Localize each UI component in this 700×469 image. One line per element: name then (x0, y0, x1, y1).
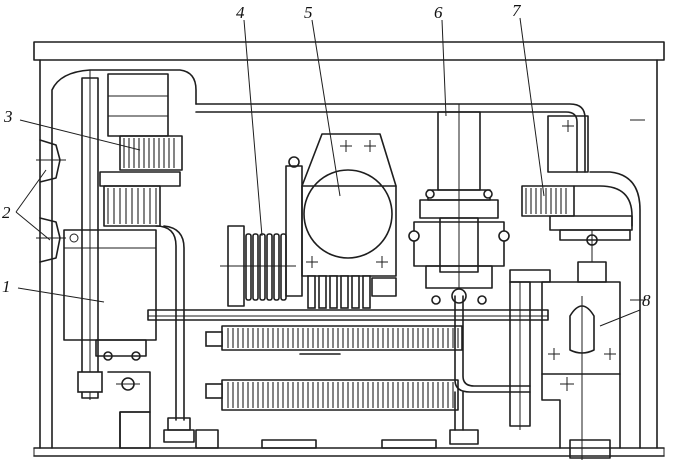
wall-brackets (36, 139, 66, 263)
part-5-motor (301, 133, 397, 309)
right-cable (449, 295, 531, 445)
label-8: 8 (642, 291, 651, 310)
part-1-box (63, 229, 157, 361)
motor-foot (307, 275, 316, 309)
base-rail (147, 309, 549, 321)
label-5: 5 (304, 3, 313, 22)
motor-foot (340, 275, 349, 309)
vertical-tube (77, 70, 103, 400)
top-pipe (195, 103, 586, 173)
part-6-column (408, 104, 510, 305)
label-6: 6 (434, 3, 443, 22)
label-4: 4 (236, 3, 245, 22)
fin-plate (273, 233, 280, 301)
motor-foot (318, 275, 327, 309)
fin-plate (252, 233, 259, 301)
fin-plate (259, 233, 266, 301)
label-7: 7 (512, 1, 522, 20)
cabinet-frame (33, 41, 665, 457)
callout-labels: 1 2 3 4 5 6 7 8 (2, 1, 651, 310)
resistor-bank-upper (205, 325, 463, 351)
fin-plate (266, 233, 273, 301)
resistor-bank-lower (205, 379, 459, 411)
part-3-heatsink (99, 73, 183, 227)
motor-foot (351, 275, 360, 309)
fin-plate (245, 233, 252, 301)
part-8-assembly (509, 230, 621, 460)
lower-left-bracket (107, 371, 151, 449)
label-2: 2 (2, 203, 11, 222)
label-3: 3 (3, 107, 13, 126)
motor-foot (329, 275, 338, 309)
part-4-finned-stack (220, 156, 303, 307)
floor-pads (119, 411, 611, 459)
left-cable (155, 225, 195, 443)
part-7-heatsink (521, 115, 633, 241)
motor-foot (362, 275, 371, 309)
leader-lines (15, 17, 641, 327)
label-1: 1 (2, 277, 11, 296)
